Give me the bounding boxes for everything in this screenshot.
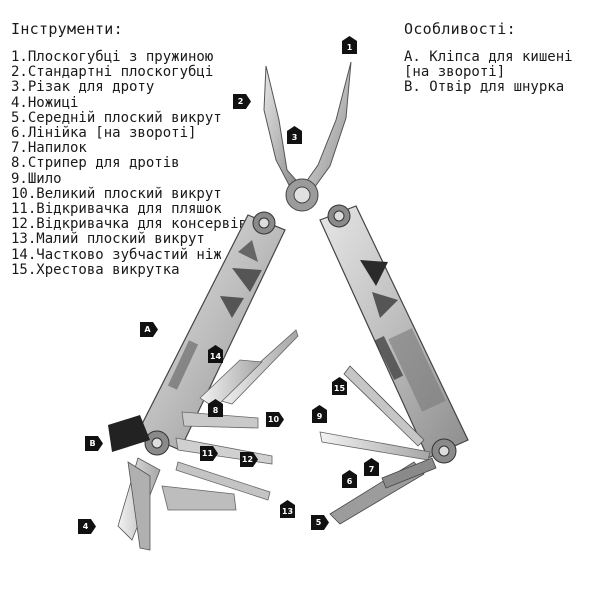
callout-14: 14	[208, 345, 223, 363]
features-heading: Особливості:	[404, 20, 516, 38]
handle-engraving	[167, 336, 404, 390]
callout-5: 5	[311, 515, 329, 530]
tool-item: 1.Плоскогубці з пружиною	[11, 49, 214, 65]
tool-item: 11.Відкривачка для пляшок	[11, 201, 222, 218]
feature-item: A. Кліпса для кишені	[404, 49, 573, 65]
callout-1: 1	[342, 36, 357, 54]
callout-4: 4	[78, 519, 96, 534]
tool-item: 5.Середній плоский викрут	[11, 109, 222, 126]
tool-item: 3.Різак для дроту	[11, 79, 155, 96]
callout-8: 8	[208, 399, 223, 417]
callout-3: 3	[287, 126, 302, 144]
left-fold-tools	[117, 329, 299, 551]
tool-item: 12.Відкривачка для консервів	[11, 216, 248, 233]
tool-item: 13.Малий плоский викрут	[11, 231, 205, 248]
callout-12: 12	[240, 452, 258, 467]
feature-item: [на звороті]	[404, 64, 506, 81]
callout-15: 15	[332, 377, 347, 395]
tool-item: 9.Шило	[11, 170, 62, 187]
callout-6: 6	[342, 470, 357, 488]
right-handle	[319, 204, 469, 464]
callout-10: 10	[266, 412, 284, 427]
features-list: A. Кліпса для кишені [на звороті] B. Отв…	[404, 49, 573, 96]
tool-item: 15.Хрестова викрутка	[11, 261, 180, 278]
tool-item: 10.Великий плоский викрут	[11, 185, 222, 202]
tool-item: 6.Лінійка [на звороті]	[11, 125, 197, 142]
right-fold-tools	[319, 365, 437, 525]
tool-item: 4.Ножиці	[11, 94, 79, 111]
feature-item: B. Отвір для шнурка	[404, 79, 565, 96]
tools-list: 1.Плоскогубці з пружиною 2.Стандартні пл…	[11, 49, 248, 278]
tools-heading: Інструменти:	[11, 20, 123, 38]
callout-11: 11	[200, 446, 218, 461]
plier-jaws	[263, 61, 352, 212]
tool-item: 14.Частково зубчастий ніж	[11, 246, 222, 263]
tool-item: 2.Стандартні плоскогубці	[11, 64, 214, 81]
tool-item: 7.Напилок	[11, 140, 87, 157]
callout-9: 9	[312, 405, 327, 423]
callout-13: 13	[280, 500, 295, 518]
callout-7: 7	[364, 458, 379, 476]
tool-item: 8.Стрипер для дротів	[11, 155, 180, 172]
callout-A: A	[140, 322, 158, 337]
callout-2: 2	[233, 94, 251, 109]
callout-B: B	[85, 436, 103, 451]
